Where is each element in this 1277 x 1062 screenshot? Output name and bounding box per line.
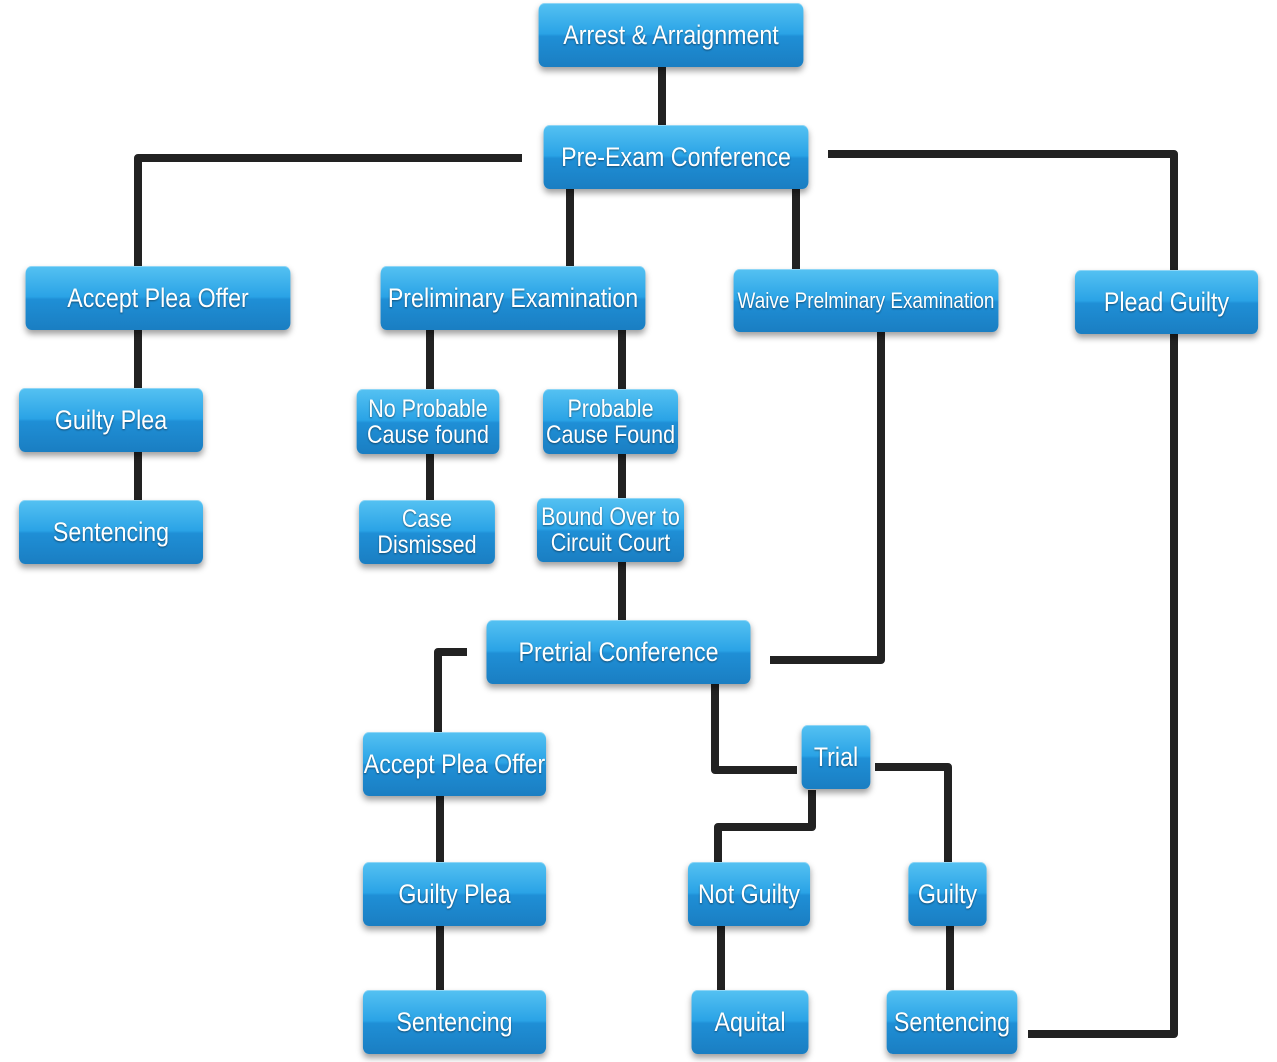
no-probable-cause-node[interactable]: No Probable Cause found (356, 389, 500, 454)
accept-plea-offer-pretrial-label: Accept Plea Offer (363, 748, 546, 779)
preliminary-examination-node[interactable]: Preliminary Examination (380, 266, 646, 330)
connector-plead-guilty-sentencing (1028, 334, 1178, 1038)
guilty-plea-pretrial-node[interactable]: Guilty Plea (362, 862, 547, 926)
no-probable-cause-label: No Probable Cause found (367, 394, 489, 449)
not-guilty-label: Not Guilty (698, 878, 800, 909)
guilty-plea-node[interactable]: Guilty Plea (18, 388, 204, 452)
trial-label: Trial (813, 741, 859, 772)
bound-over-circuit-court-label: Bound Over to Circuit Court (541, 503, 680, 557)
pre-exam-conference-node[interactable]: Pre-Exam Conference (543, 125, 809, 189)
plead-guilty-label: Plead Guilty (1103, 286, 1230, 317)
bound-over-circuit-court-node[interactable]: Bound Over to Circuit Court (536, 498, 685, 562)
case-dismissed-node[interactable]: Case Dismissed (359, 500, 495, 564)
connector-pretrial-accept-plea (434, 648, 467, 732)
probable-cause-found-node[interactable]: Probable Cause Found (542, 389, 679, 454)
waive-preliminary-examination-label: Waive Prelminary Examination (737, 288, 995, 313)
connector-preexam-accept-plea (134, 154, 522, 266)
connector-preexam-plead-guilty (828, 150, 1178, 270)
plead-guilty-node[interactable]: Plead Guilty (1074, 270, 1259, 334)
sentencing-pretrial-node[interactable]: Sentencing (362, 990, 547, 1054)
connector-trial-not-guilty (714, 790, 816, 862)
preliminary-examination-label: Preliminary Examination (387, 282, 639, 313)
guilty-plea-pretrial-label: Guilty Plea (398, 878, 511, 909)
guilty-label: Guilty (917, 878, 978, 909)
connector-trial-guilty (875, 763, 952, 862)
sentencing-pretrial-label: Sentencing (396, 1006, 513, 1037)
sentencing-trial-label: Sentencing (893, 1006, 1011, 1037)
aquital-label: Aquital (714, 1006, 786, 1037)
not-guilty-node[interactable]: Not Guilty (687, 862, 811, 926)
accept-plea-offer-label: Accept Plea Offer (67, 282, 249, 313)
guilty-node[interactable]: Guilty (908, 862, 987, 926)
aquital-node[interactable]: Aquital (691, 990, 809, 1054)
guilty-plea-label: Guilty Plea (54, 404, 168, 435)
pretrial-conference-node[interactable]: Pretrial Conference (486, 620, 751, 684)
pretrial-conference-label: Pretrial Conference (518, 636, 719, 667)
sentencing-trial-node[interactable]: Sentencing (886, 990, 1018, 1054)
case-dismissed-label: Case Dismissed (377, 505, 477, 559)
sentencing-label: Sentencing (52, 516, 170, 547)
connector-pretrial-trial (711, 684, 797, 774)
trial-node[interactable]: Trial (801, 725, 871, 789)
waive-preliminary-examination-node[interactable]: Waive Prelminary Examination (733, 269, 999, 332)
accept-plea-offer-node[interactable]: Accept Plea Offer (25, 266, 291, 330)
pre-exam-conference-label: Pre-Exam Conference (561, 141, 791, 172)
probable-cause-found-label: Probable Cause Found (545, 394, 676, 449)
sentencing-node[interactable]: Sentencing (18, 500, 204, 564)
arrest-arraignment-label: Arrest & Arraignment (563, 19, 779, 50)
accept-plea-offer-pretrial-node[interactable]: Accept Plea Offer (362, 732, 547, 796)
connector-waive-pretrial (770, 332, 885, 664)
arrest-arraignment-node[interactable]: Arrest & Arraignment (538, 3, 804, 67)
